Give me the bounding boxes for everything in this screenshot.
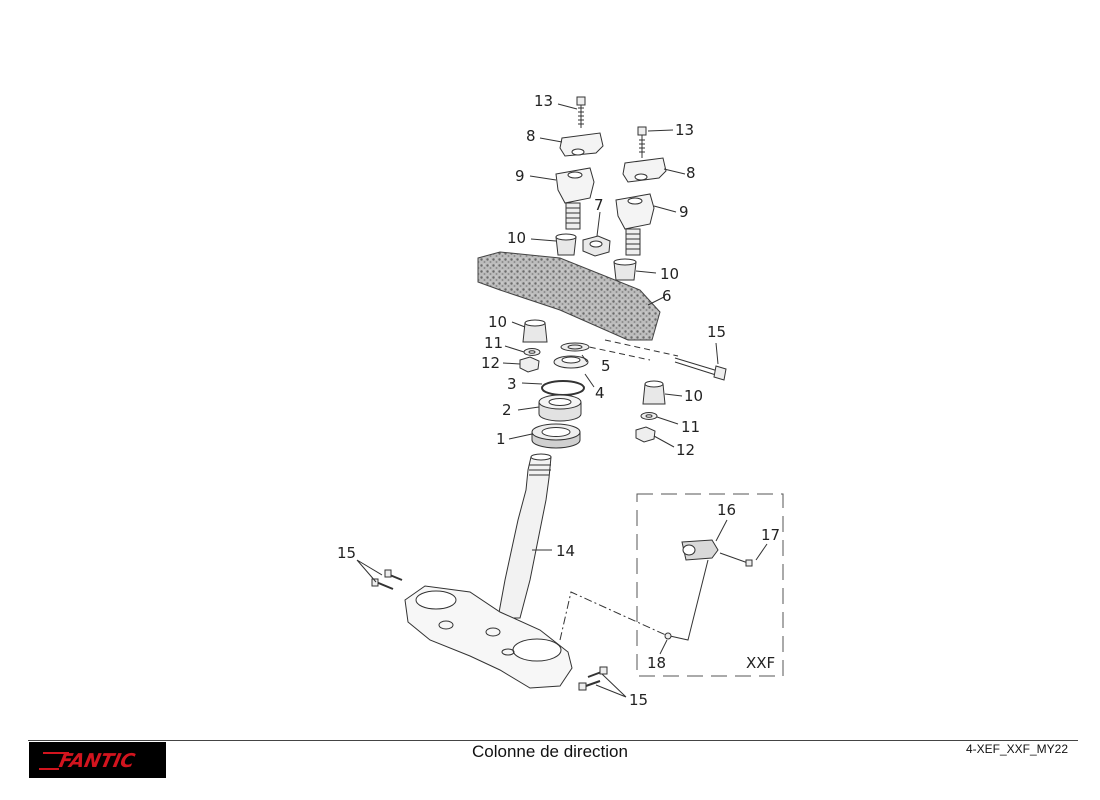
upper-triple-clamp-6 [477, 251, 661, 341]
pinch-bolts-15-right [578, 666, 608, 691]
callout-12-left: 12 [481, 354, 500, 372]
seal-4 [553, 355, 589, 369]
callout-3: 3 [507, 375, 517, 393]
callout-11-left: 11 [484, 334, 503, 352]
callout-6: 6 [662, 287, 672, 305]
callout-9-left: 9 [515, 167, 525, 185]
nut-12-right [635, 426, 656, 443]
rubber-bushing-10-left-top [555, 233, 577, 256]
callout-8-left: 8 [526, 127, 536, 145]
callout-13-left: 13 [534, 92, 553, 110]
callout-16: 16 [717, 501, 736, 519]
callout-17: 17 [761, 526, 780, 544]
bolt-13-left [576, 96, 586, 128]
exploded-parts-diagram: 13 8 9 7 10 13 8 9 10 6 15 10 11 12 5 4 … [337, 92, 784, 709]
ring-3 [541, 380, 585, 396]
washer-11-right [640, 412, 658, 420]
clamp-bolt-15-right [674, 357, 727, 381]
callout-10-right-bottom: 10 [684, 387, 703, 405]
callout-15-clamp: 15 [707, 323, 726, 341]
steering-stem-14 [497, 453, 552, 619]
callout-4: 4 [595, 384, 605, 402]
bearing-2 [538, 394, 582, 422]
callout-9-right: 9 [679, 203, 689, 221]
clamp-top-8-right [622, 157, 667, 183]
rubber-bushing-10-left-bottom [522, 319, 548, 343]
sensor-bracket-16 [681, 539, 719, 561]
callout-11-right: 11 [681, 418, 700, 436]
callout-15-right: 15 [629, 691, 648, 709]
callout-18: 18 [647, 654, 666, 672]
page-title: Colonne de direction [472, 742, 628, 761]
callout-labels: 13 8 9 7 10 13 8 9 10 6 15 10 11 12 5 4 … [337, 92, 780, 709]
spacer-5 [560, 342, 590, 352]
sensor-cable-18 [664, 559, 709, 641]
logo-wordmark: FANTIC [57, 749, 137, 772]
callout-15-left: 15 [337, 544, 356, 562]
callout-1: 1 [496, 430, 506, 448]
footer-divider [28, 740, 1078, 741]
callout-10-left-top: 10 [507, 229, 526, 247]
rubber-bushing-10-right-top [613, 258, 637, 281]
callout-10-right-top: 10 [660, 265, 679, 283]
washer-11-left [523, 348, 541, 356]
bearing-race-1 [531, 423, 581, 449]
callout-5: 5 [601, 357, 611, 375]
lower-triple-clamp [404, 585, 573, 689]
callout-2: 2 [502, 401, 512, 419]
xxf-variant-label: XXF [746, 654, 775, 672]
clamp-bottom-9-right [615, 193, 655, 256]
clamp-bottom-9-left [555, 167, 595, 230]
xxf-detail-box [636, 493, 784, 677]
screw-17 [719, 552, 753, 567]
fantic-logo: FANTIC [29, 742, 166, 778]
stem-nut-7 [582, 235, 611, 257]
callout-8-right: 8 [686, 164, 696, 182]
callout-14: 14 [556, 542, 575, 560]
pinch-bolts-15-left [371, 569, 403, 590]
callout-12-right: 12 [676, 441, 695, 459]
callout-7: 7 [594, 196, 604, 214]
document-code: 4-XEF_XXF_MY22 [965, 742, 1068, 756]
rubber-bushing-10-right-bottom [642, 380, 666, 405]
clamp-top-8-left [559, 132, 604, 157]
callout-13-right: 13 [675, 121, 694, 139]
bolt-13-right [637, 126, 647, 158]
nut-12-left [519, 356, 540, 373]
callout-10-left-bottom: 10 [488, 313, 507, 331]
